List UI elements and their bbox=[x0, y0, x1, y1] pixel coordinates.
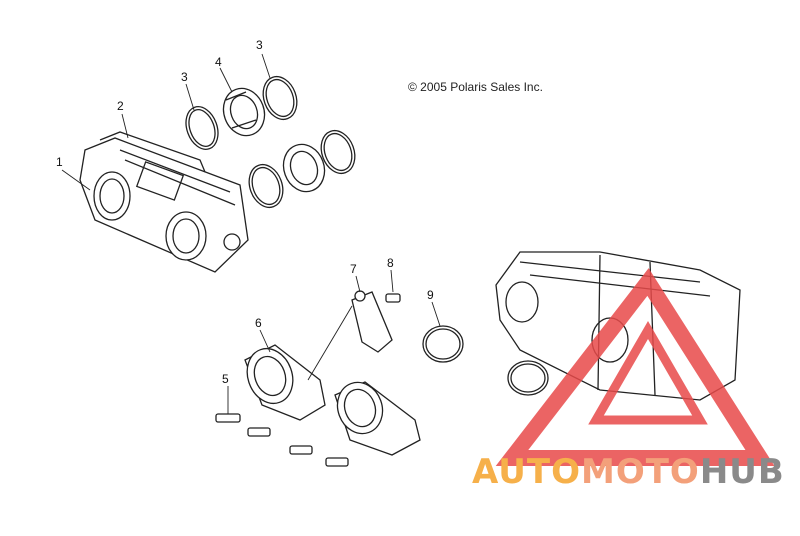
watermark-auto: AUTO bbox=[472, 452, 581, 492]
callout-9: 9 bbox=[427, 288, 434, 302]
callout-2: 2 bbox=[117, 99, 124, 113]
intake-boot-upper bbox=[222, 87, 266, 137]
clamp-upper-right bbox=[262, 75, 298, 121]
clamp-lower-right bbox=[320, 129, 356, 175]
copyright-text: © 2005 Polaris Sales Inc. bbox=[408, 80, 543, 94]
callout-8: 8 bbox=[387, 256, 394, 270]
callout-1: 1 bbox=[56, 155, 63, 169]
screw-8 bbox=[385, 293, 401, 303]
callout-6: 6 bbox=[255, 316, 262, 330]
throttle-body bbox=[79, 131, 249, 273]
callout-3-left: 3 bbox=[181, 70, 188, 84]
watermark-moto: MOTO bbox=[580, 452, 700, 492]
clamp-upper-left bbox=[185, 106, 219, 150]
intake-runners bbox=[244, 344, 421, 456]
o-ring-head bbox=[507, 360, 549, 396]
callout-5: 5 bbox=[222, 372, 229, 386]
watermark-text: AUTOMOTOHUB bbox=[472, 452, 785, 492]
leader-lines bbox=[61, 53, 441, 414]
callout-7: 7 bbox=[350, 262, 357, 276]
callout-3-right: 3 bbox=[256, 38, 263, 52]
clamp-lower-left bbox=[248, 163, 284, 209]
o-ring bbox=[422, 325, 464, 363]
callout-4: 4 bbox=[215, 55, 222, 69]
watermark-logo bbox=[495, 268, 775, 466]
screws-5 bbox=[215, 413, 349, 467]
watermark-hub: HUB bbox=[699, 452, 785, 492]
map-sensor bbox=[351, 290, 393, 353]
intake-boot-lower bbox=[282, 143, 326, 193]
